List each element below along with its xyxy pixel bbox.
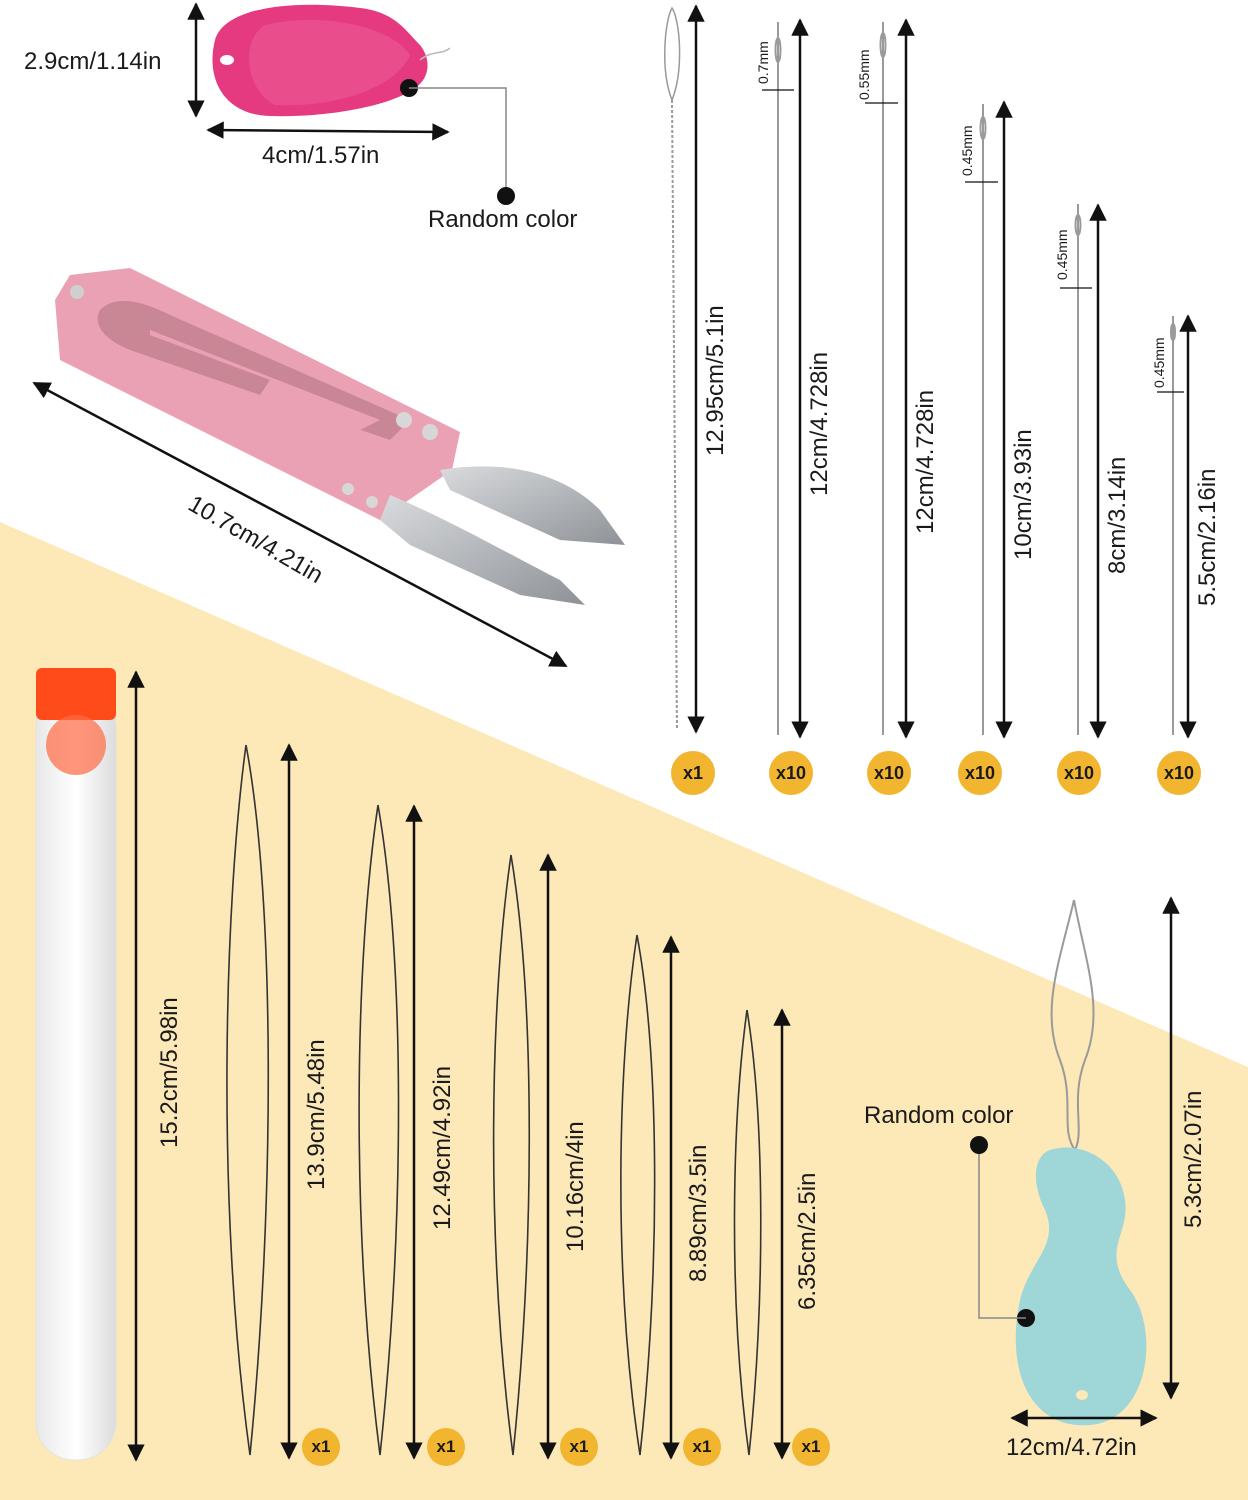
random-color-top-label: Random color [428,206,578,233]
threader-top-width-label: 4cm/1.57in [262,142,380,169]
beading-needle-length-label: 13.9cm/5.48in [303,1039,330,1190]
needle-length-label: 12cm/4.728in [806,351,833,496]
blue-threader [1015,899,1147,1426]
pink-threader [212,4,451,117]
beading-needle-length-label: 6.35cm/2.5in [794,1172,821,1310]
tube-length-label: 15.2cm/5.98in [156,997,183,1148]
quantity-badge: x10 [1157,751,1201,795]
needle-length-label: 12.95cm/5.1in [702,305,729,456]
beading-needles [226,744,762,1456]
quantity-badge: x1 [560,1428,598,1466]
threader-top-height-label: 2.9cm/1.14in [24,48,162,75]
quantity-badge: x1 [427,1428,465,1466]
threader-bottom-width-label: 12cm/4.72in [1006,1434,1137,1461]
quantity-badge: x10 [769,751,813,795]
quantity-badge: x1 [302,1428,340,1466]
scissors [55,268,625,605]
wire-needle [664,6,681,731]
steel-needles [774,22,1176,735]
quantity-badge: x10 [1057,751,1101,795]
beading-needle-length-label: 10.16cm/4in [562,1121,589,1252]
needle-length-label: 8cm/3.14in [1104,456,1131,574]
quantity-badge: x10 [958,751,1002,795]
quantity-badge: x1 [792,1428,830,1466]
needle-eye-label: 0.45mm [1151,337,1167,388]
needle-length-label: 5.5cm/2.16in [1194,468,1221,606]
random-color-bottom-label: Random color [864,1102,1014,1129]
needle-eye-label: 0.45mm [959,125,975,176]
needle-tube [35,668,117,1461]
needle-eye-label: 0.7mm [755,41,771,84]
quantity-badge: x1 [683,1428,721,1466]
quantity-badge: x1 [671,751,715,795]
threader-bottom-height-label: 5.3cm/2.07in [1180,1090,1207,1228]
beading-needle-length-label: 8.89cm/3.5in [685,1144,712,1282]
quantity-badge: x10 [867,751,911,795]
needle-eye-label: 0.45mm [1054,229,1070,280]
needle-length-label: 10cm/3.93in [1010,429,1037,560]
needle-eye-label: 0.55mm [856,49,872,100]
needle-length-label: 12cm/4.728in [912,389,939,534]
background-wedge [0,522,1248,1500]
beading-needle-length-label: 12.49cm/4.92in [429,1065,456,1230]
